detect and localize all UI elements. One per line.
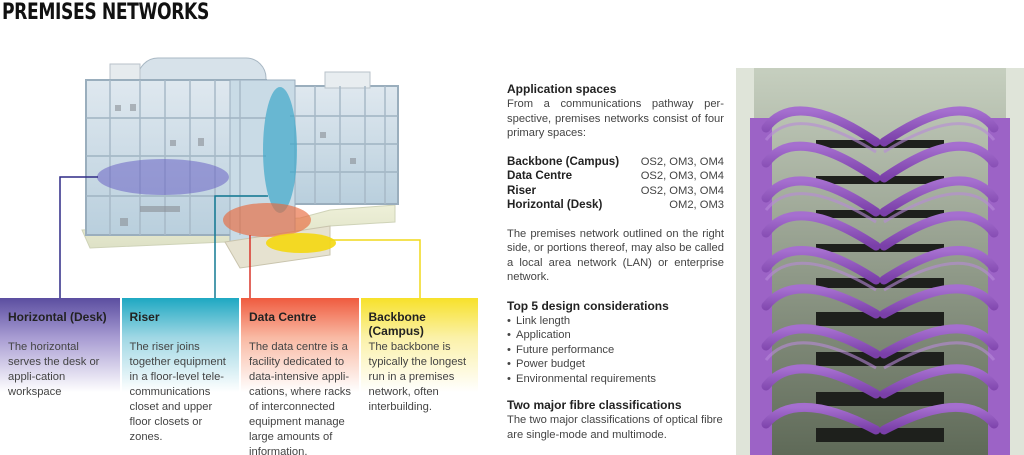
space-fibres: OS2, OM3, OM4 [640,184,724,197]
space-row: Horizontal (Desk) OM2, OM3 [507,198,724,213]
design-considerations-list: Link length Application Future performan… [507,314,724,387]
application-spaces-intro: From a communications pathway per-specti… [507,98,724,139]
space-row: Riser OS2, OM3, OM4 [507,184,724,199]
backbone-zone [266,233,336,253]
space-row: Backbone (Campus) OS2, OM3, OM4 [507,155,724,170]
space-name: Horizontal (Desk) [507,198,603,211]
space-row: Data Centre OS2, OM3, OM4 [507,169,724,184]
lan-note: The premises network outlined on the rig… [507,227,724,284]
application-spaces-heading: Application spaces [507,82,617,96]
column-body: The backbone is typically the longest ru… [368,341,467,413]
column-horizontal: Horizontal (Desk) The horizontal serves … [0,298,120,455]
riser-zone [263,87,297,213]
building-illustration [59,57,421,298]
space-fibres: OM2, OM3 [669,199,724,211]
horizontal-zone [97,159,229,195]
fibre-classifications-body: The two major classifications of optical… [507,414,723,441]
column-heading: Horizontal (Desk) [8,310,107,324]
column-body: The horizontal serves the desk or appli-… [8,341,100,398]
design-considerations-heading: Top 5 design considerations [507,298,669,313]
fibre-classifications: Two major fibre classifications The two … [507,398,724,442]
space-fibres: OS2, OM3, OM4 [640,170,724,182]
column-heading: Data Centre [249,310,317,324]
column-heading: Backbone (Campus) [368,310,426,338]
design-considerations: Top 5 design considerations Link length … [507,299,724,387]
column-riser: Riser The riser joins together equipment… [119,298,239,455]
space-name: Riser [507,183,537,197]
column-backbone: Backbone (Campus) The backbone is typica… [358,298,478,455]
fibre-classifications-heading: Two major fibre classifications [507,398,682,412]
page-title: PREMISES NETWORKS [2,0,209,25]
column-data-centre: Data Centre The data centre is a facilit… [239,298,359,455]
list-item: Environmental requirements [507,372,724,387]
space-name: Data Centre [507,169,573,182]
list-item: Link length [507,314,724,329]
network-zones-columns: Horizontal (Desk) The horizontal serves … [0,298,478,455]
fibre-rack-photo [736,68,1024,455]
datacentre-zone [223,203,311,237]
column-body: The riser joins together equipment in a … [129,341,226,443]
spaces-table: Backbone (Campus) OS2, OM3, OM4 Data Cen… [507,155,724,213]
space-name: Backbone (Campus) [507,154,620,168]
list-item: Future performance [507,343,724,358]
list-item: Application [507,328,724,343]
list-item: Power budget [507,357,724,372]
info-text-column: Application spaces From a communications… [507,82,724,442]
column-heading: Riser [129,310,160,324]
space-fibres: OS2, OM3, OM4 [640,155,724,168]
column-body: The data centre is a facility dedicated … [249,341,351,455]
